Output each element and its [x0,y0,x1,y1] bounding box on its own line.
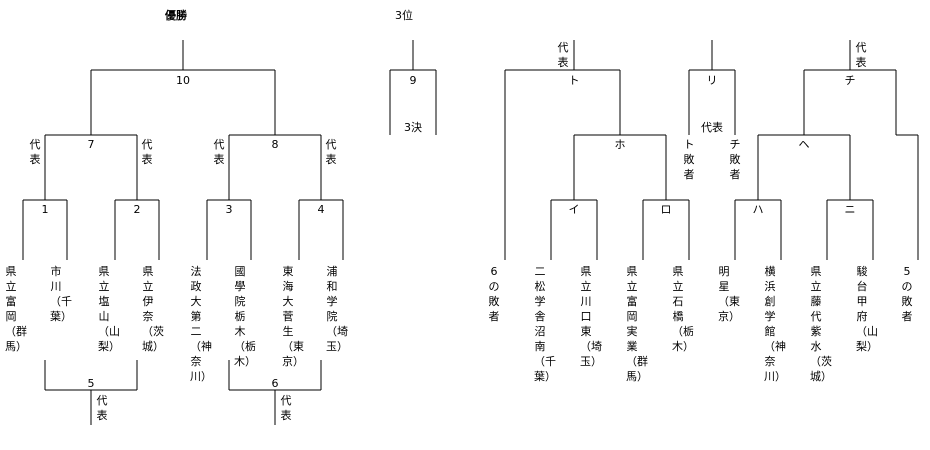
match-label: ト [568,74,580,87]
representative-label: 代表 [557,41,569,69]
loser-label: ト敗者 [683,138,695,181]
match-number: 4 [317,203,325,216]
match-number: 1 [41,203,49,216]
representative-label: 代表 [213,138,225,166]
team-name: 浦和学院（埼玉） [326,265,348,353]
third-place-match-label: 3決 [404,121,422,134]
representative-label: 代表 [701,121,723,134]
third-place-title: 3位 [395,9,413,22]
team-name: 県立富岡実業（群馬） [626,265,648,383]
match-label: チ [844,74,856,87]
team-name: 県立富岡（群馬） [5,265,27,353]
representative-label: 代表 [141,138,153,166]
team-name: 県立塩山（山梨） [98,265,120,353]
team-name: 二松学舎沼南（千葉） [534,265,556,383]
match-number: 5 [87,377,95,390]
team-name: 県立藤代紫水（茨城） [810,265,832,383]
team-name: 県立伊奈（茨城） [142,265,164,353]
match-label: イ [568,203,580,216]
loser-label: 6の敗者 [488,265,500,323]
team-name: 明星（東京） [718,265,740,323]
team-name: 東海大菅生（東京） [282,265,304,368]
representative-label: 代表 [855,41,867,69]
champion-title: 優勝 [165,9,187,22]
representative-label: 代表 [280,394,292,422]
match-label: ホ [614,138,626,151]
match-number: 3 [225,203,233,216]
match-label: ヘ [798,138,810,151]
loser-label: チ敗者 [729,138,741,181]
team-name: 横浜創学館（神奈川） [764,265,786,383]
match-label: ハ [752,203,764,216]
match-label: ロ [660,203,672,216]
team-name: 県立川口東（埼玉） [580,265,602,368]
match-number: 8 [271,138,279,151]
match-label: リ [706,74,718,87]
match-number: 9 [409,74,417,87]
match-number: 7 [87,138,95,151]
match-label: ニ [844,203,856,216]
representative-label: 代表 [29,138,41,166]
team-name: 法政大第二（神奈川） [190,265,212,383]
team-name: 國學院栃木（栃木） [234,265,256,368]
loser-label: 5の敗者 [901,265,913,323]
team-name: 市川（千葉） [50,265,72,323]
match-number: 6 [271,377,279,390]
match-number: 2 [133,203,141,216]
match-number: 10 [176,74,190,87]
team-name: 県立石橋（栃木） [672,265,694,353]
representative-label: 代表 [96,394,108,422]
team-name: 駿台甲府（山梨） [856,265,878,353]
representative-label: 代表 [325,138,337,166]
